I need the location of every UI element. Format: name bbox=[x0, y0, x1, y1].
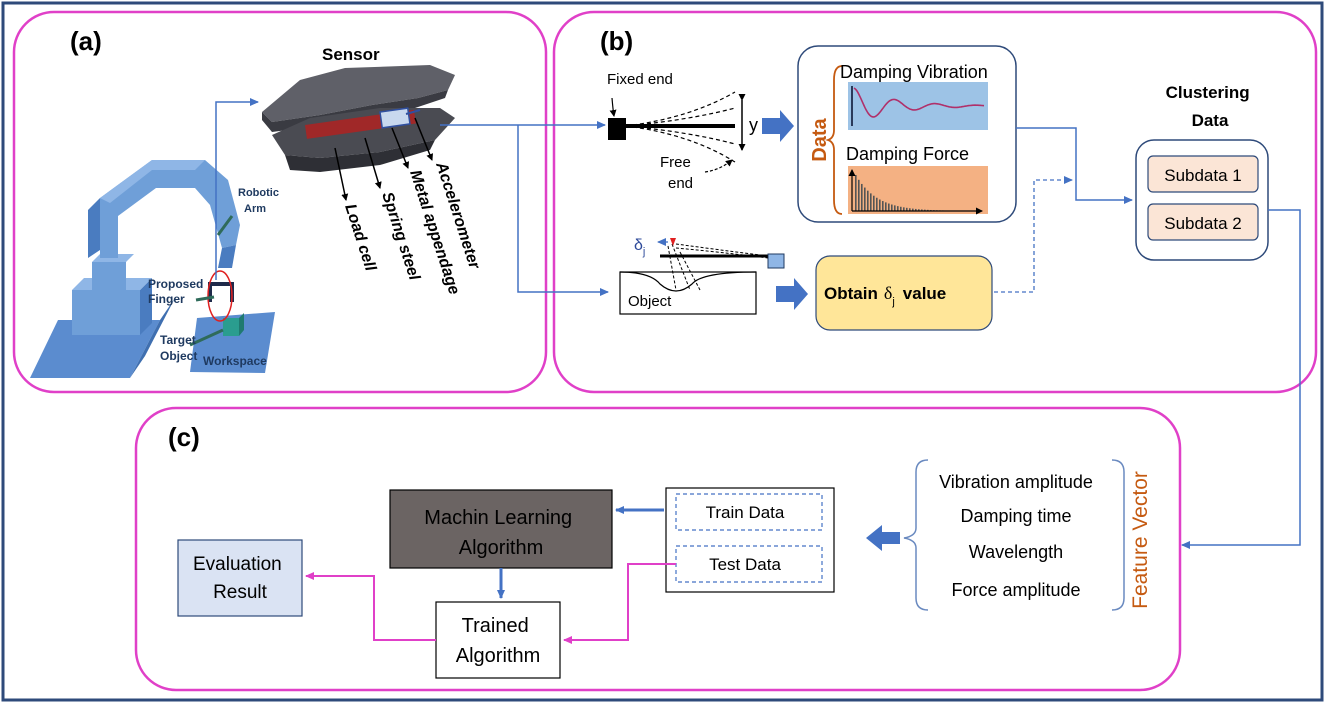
subdata-1-box bbox=[1147, 155, 1259, 193]
vibration-curve bbox=[853, 87, 985, 118]
delta-j-symbol: δj bbox=[634, 237, 645, 258]
force-bar bbox=[921, 209, 923, 211]
force-bar bbox=[867, 190, 869, 211]
ml-algorithm-label: Machin Learning Algorithm bbox=[424, 507, 577, 559]
workspace-label: Workspace bbox=[203, 354, 267, 368]
cluster-to-feature-arrow bbox=[1181, 209, 1301, 549]
train-data-label: Train Data bbox=[706, 503, 785, 522]
panel-c-label: (c) bbox=[168, 422, 200, 452]
feature-wavelength: Wavelength bbox=[969, 542, 1063, 562]
feature-vibration-amplitude: Vibration amplitude bbox=[939, 472, 1093, 492]
cantilever-diagram bbox=[608, 91, 746, 173]
sensor-title: Sensor bbox=[322, 45, 380, 64]
evaluation-result-label: Evaluation Result bbox=[193, 554, 287, 603]
target-object-label: Target Object bbox=[160, 333, 199, 363]
data-label: Data bbox=[809, 117, 831, 161]
object-to-obtain-arrow bbox=[776, 278, 808, 310]
feature-force-amplitude: Force amplitude bbox=[951, 580, 1080, 600]
panel-b-border bbox=[552, 10, 1318, 394]
force-plot-bg bbox=[848, 166, 988, 214]
feature-to-split-arrow bbox=[866, 525, 900, 551]
force-bar bbox=[876, 197, 878, 211]
force-bar bbox=[891, 204, 893, 211]
subdata-2-label: Subdata 2 bbox=[1164, 214, 1242, 233]
test-to-trained-arrow bbox=[563, 563, 676, 644]
trained-algorithm-box bbox=[435, 601, 561, 679]
clustering-title: Clustering Data bbox=[1166, 83, 1255, 130]
force-bar bbox=[894, 205, 896, 211]
test-data-label: Test Data bbox=[709, 555, 781, 574]
y-deflection-label: y bbox=[749, 115, 758, 135]
feature-damping-time: Damping time bbox=[960, 506, 1071, 526]
robotic-arm-illustration bbox=[30, 160, 275, 378]
force-bar bbox=[861, 183, 863, 211]
force-bar bbox=[924, 209, 926, 211]
feature-brace-left bbox=[903, 459, 929, 611]
force-bar bbox=[900, 206, 902, 211]
force-bar bbox=[882, 201, 884, 211]
subdata-1-label: Subdata 1 bbox=[1164, 166, 1242, 185]
force-bar bbox=[915, 208, 917, 211]
force-bar bbox=[870, 193, 872, 211]
to-object-arrow bbox=[517, 125, 609, 296]
panel-c-border bbox=[134, 406, 1182, 692]
force-bar bbox=[855, 175, 857, 211]
proposed-finger-label: Proposed Finger bbox=[148, 277, 207, 306]
robotic-arm-label: Robotic Arm bbox=[238, 187, 282, 215]
deformation-diagram bbox=[619, 238, 785, 315]
feature-vector-title: Feature Vector bbox=[1129, 471, 1152, 609]
panel-a-label: (a) bbox=[70, 26, 102, 56]
force-bar bbox=[873, 195, 875, 211]
subdata-2-box bbox=[1147, 203, 1259, 241]
data-brace bbox=[825, 65, 843, 215]
panel-a-border bbox=[12, 10, 548, 394]
force-bar bbox=[897, 206, 899, 211]
force-bar bbox=[906, 207, 908, 211]
feature-brace-right bbox=[1111, 459, 1125, 611]
ml-algorithm-box bbox=[389, 489, 613, 569]
force-bar bbox=[888, 203, 890, 211]
fixed-end-label: Fixed end bbox=[607, 71, 673, 88]
evaluation-result-box bbox=[177, 539, 303, 617]
cantilever-to-data-arrow bbox=[762, 110, 794, 142]
force-bar bbox=[903, 207, 905, 211]
obtain-delta-box bbox=[815, 255, 993, 331]
force-bar bbox=[864, 187, 866, 211]
force-bar bbox=[909, 208, 911, 211]
force-bar bbox=[858, 179, 860, 211]
force-bar bbox=[912, 208, 914, 211]
data-to-cluster-arrow bbox=[1016, 127, 1133, 204]
force-bar bbox=[885, 202, 887, 211]
delta-to-cluster-arrow bbox=[994, 176, 1073, 293]
damping-vibration-label: Damping Vibration bbox=[840, 62, 988, 82]
test-data-box bbox=[675, 545, 823, 583]
trained-algorithm-label: Trained Algorithm bbox=[456, 615, 540, 667]
force-bar bbox=[918, 209, 920, 211]
free-end-label: Free end bbox=[660, 154, 695, 192]
force-bars bbox=[855, 175, 968, 211]
sensor-part-pointers bbox=[334, 117, 433, 201]
force-bar bbox=[879, 199, 881, 211]
train-data-box bbox=[675, 493, 823, 531]
object-label: Object bbox=[628, 293, 672, 310]
panel-b-label: (b) bbox=[600, 26, 633, 56]
trained-to-evaluation-arrow bbox=[305, 572, 436, 641]
sensor-illustration bbox=[262, 65, 455, 172]
damping-force-label: Damping Force bbox=[846, 144, 969, 164]
finger-to-sensor-arrow bbox=[215, 98, 259, 280]
